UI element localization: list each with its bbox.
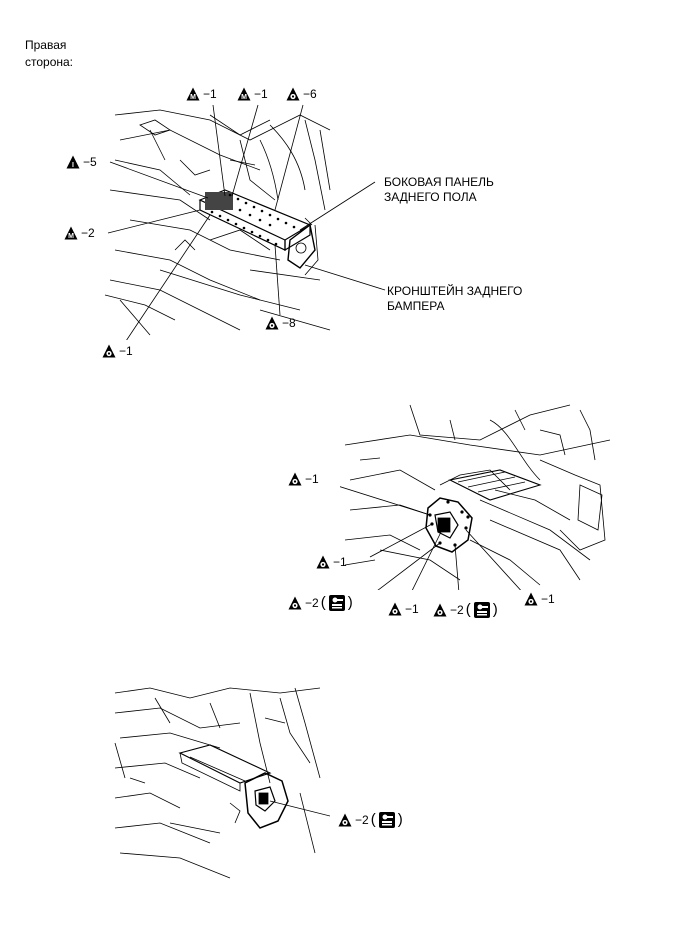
fig2-label-o2-right: −2 ( ) — [433, 601, 500, 619]
label-text: −2 — [305, 596, 319, 610]
circle-triangle-icon — [102, 344, 116, 358]
fig2-label-o1-bottom: −1 — [388, 602, 419, 616]
label-text: −5 — [83, 155, 97, 169]
figure-3-drawing — [114, 687, 330, 879]
circle-triangle-icon — [338, 813, 352, 827]
bracket-callout: КРОНШТЕЙН ЗАДНЕГО БАМПЕРА — [387, 284, 522, 314]
fig1-label-o1: −1 — [102, 344, 133, 358]
fig1-label-m1-right: −1 — [237, 87, 268, 101]
figure-2-drawing — [340, 404, 611, 590]
circle-triangle-icon — [265, 316, 279, 330]
side-panel-label-line-2: ЗАДНЕГО ПОЛА — [384, 190, 477, 204]
label-text: −6 — [303, 87, 317, 101]
bracket-label-line-1: КРОНШТЕЙН ЗАДНЕГО — [387, 284, 523, 298]
circle-triangle-icon — [388, 602, 402, 616]
label-text: −1 — [305, 472, 319, 486]
title-line-1: Правая — [25, 38, 67, 52]
label-text: −1 — [203, 87, 217, 101]
m-triangle-icon — [237, 87, 251, 101]
side-panel-label-line-1: БОКОВАЯ ПАНЕЛЬ — [384, 175, 494, 189]
title-line-2: сторона: — [25, 55, 74, 69]
fig1-label-m1-left: −1 — [186, 87, 217, 101]
fig1-label-i5: −5 — [66, 155, 97, 169]
label-text: −1 — [333, 555, 347, 569]
label-text: −8 — [282, 316, 296, 330]
circle-triangle-icon — [288, 472, 302, 486]
label-text: −1 — [119, 344, 133, 358]
label-text: −1 — [541, 592, 555, 606]
fig1-label-o6: −6 — [286, 87, 317, 101]
fig3-label-o2: −2 ( ) — [338, 811, 405, 829]
fig2-label-o1-top: −1 — [288, 472, 319, 486]
m-triangle-icon — [186, 87, 200, 101]
label-text: −1 — [254, 87, 268, 101]
fig2-label-o1-mid: −1 — [316, 555, 347, 569]
page-title: Правая сторона: — [25, 37, 115, 71]
circle-triangle-icon — [286, 87, 300, 101]
label-text: −1 — [405, 602, 419, 616]
m-triangle-icon — [64, 226, 78, 240]
fig2-label-o1-right: −1 — [524, 592, 555, 606]
label-text: −2 — [450, 603, 464, 617]
fig1-label-m2: −2 — [64, 226, 95, 240]
label-text: −2 — [81, 226, 95, 240]
fig1-label-o8: −8 — [265, 316, 296, 330]
circle-triangle-icon — [524, 592, 538, 606]
circle-triangle-icon — [288, 596, 302, 610]
spot-welder-icon — [473, 601, 491, 619]
side-panel-callout: БОКОВАЯ ПАНЕЛЬ ЗАДНЕГО ПОЛА — [384, 175, 494, 205]
circle-triangle-icon — [433, 603, 447, 617]
label-text: −2 — [355, 813, 369, 827]
circle-triangle-icon — [316, 555, 330, 569]
spot-welder-icon — [328, 594, 346, 612]
spot-welder-icon — [378, 811, 396, 829]
bracket-label-line-2: БАМПЕРА — [387, 299, 445, 313]
figure-1-drawing — [104, 104, 386, 340]
i-triangle-icon — [66, 155, 80, 169]
fig2-label-o2-left: −2 ( ) — [288, 594, 355, 612]
